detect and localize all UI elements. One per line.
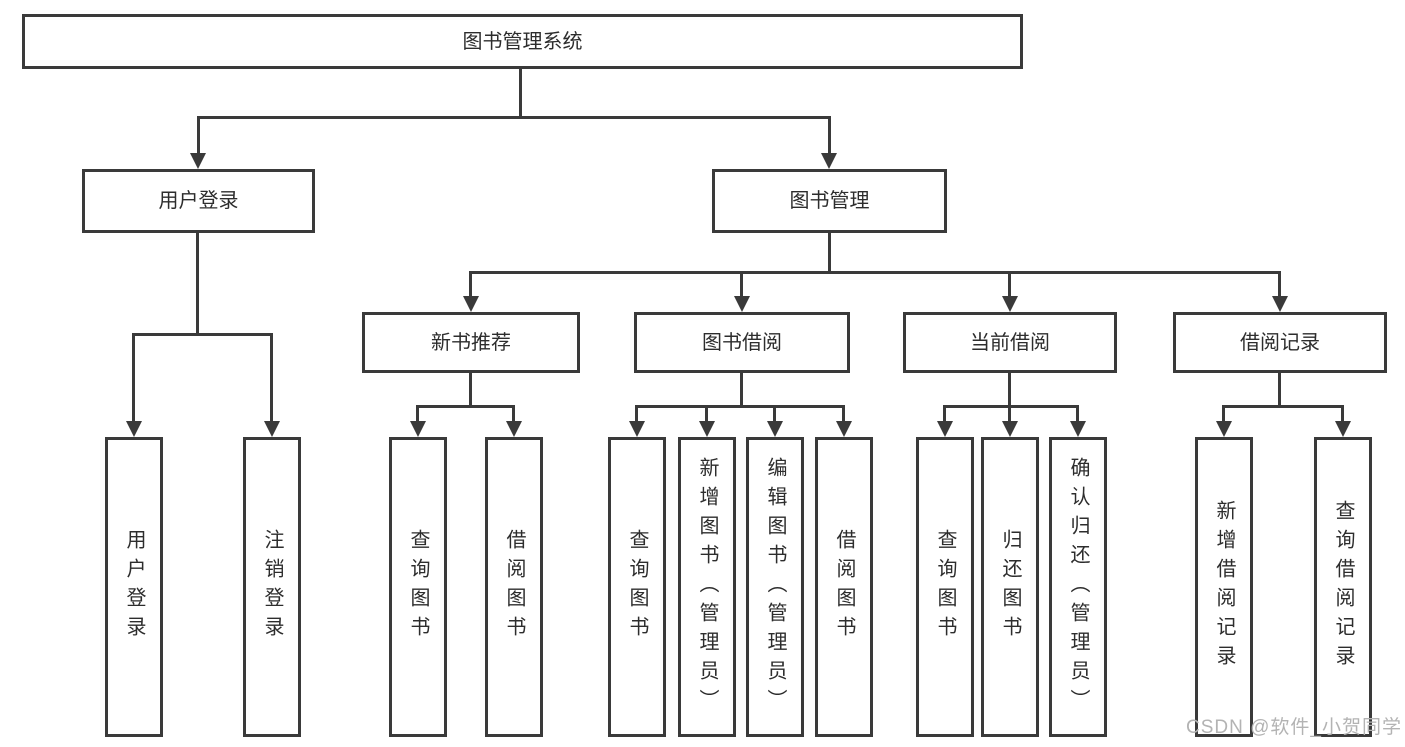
leaf-user-login: 用户登录 (105, 437, 163, 737)
leaf-logout: 注销登录 (243, 437, 301, 737)
leaf-recommend-borrow-books-label: 借阅图书 (503, 529, 525, 645)
connector-drop-cb-confirm (1076, 407, 1079, 423)
node-current-borrowing-label: 当前借阅 (970, 331, 1050, 354)
connector-drop-br-add (1222, 407, 1225, 423)
leaf-return-books-label: 归还图书 (999, 529, 1021, 645)
leaf-borrowing-query-books: 查询图书 (608, 437, 666, 737)
connector-drop-user-login-leaf (132, 335, 135, 423)
node-current-borrowing: 当前借阅 (903, 312, 1117, 373)
leaf-edit-books-admin-label: 编辑图书（管理员） (764, 456, 786, 718)
csdn-watermark: CSDN @软件_小贺同学 (1186, 717, 1402, 738)
connector-userlogin-drop (196, 233, 199, 336)
arrowhead-rec-query-books (410, 421, 426, 437)
arrowhead-book-borrowing (734, 296, 750, 312)
connector-drop-bb-edit (773, 407, 776, 423)
node-root-label: 图书管理系统 (462, 30, 583, 53)
connector-recommend-drop (469, 373, 472, 408)
connector-root-hline (197, 116, 831, 119)
leaf-add-borrow-record-label: 新增借阅记录 (1213, 500, 1235, 674)
arrowhead-bb-add-books (699, 421, 715, 437)
arrowhead-rec-borrow-books (506, 421, 522, 437)
arrowhead-cb-return-books (1002, 421, 1018, 437)
connector-drop-rec-borrow (512, 407, 515, 423)
arrowhead-bb-borrow-books (836, 421, 852, 437)
leaf-user-login-label: 用户登录 (123, 529, 145, 645)
node-book-borrowing: 图书借阅 (634, 312, 850, 373)
connector-drop-borrowing-records (1278, 273, 1281, 298)
leaf-confirm-return-admin-label: 确认归还（管理员） (1067, 456, 1089, 718)
leaf-logout-label: 注销登录 (261, 529, 283, 645)
arrowhead-user-login-leaf (126, 421, 142, 437)
node-user-login: 用户登录 (82, 169, 315, 233)
arrowhead-br-query-record (1335, 421, 1351, 437)
connector-drop-cb-query (943, 407, 946, 423)
arrowhead-cb-query-books (937, 421, 953, 437)
node-book-management: 图书管理 (712, 169, 947, 233)
leaf-add-books-admin: 新增图书（管理员） (678, 437, 736, 737)
leaf-borrowing-borrow-books-label: 借阅图书 (833, 529, 855, 645)
arrowhead-borrowing-records (1272, 296, 1288, 312)
connector-drop-rec-query (416, 407, 419, 423)
leaf-query-borrow-record: 查询借阅记录 (1314, 437, 1372, 737)
node-root: 图书管理系统 (22, 14, 1023, 69)
arrowhead-bb-edit-books (767, 421, 783, 437)
connector-current-drop (1008, 373, 1011, 408)
connector-drop-bb-borrow (842, 407, 845, 423)
node-book-borrowing-label: 图书借阅 (702, 331, 782, 354)
leaf-return-books: 归还图书 (981, 437, 1039, 737)
arrowhead-user-login (190, 153, 206, 169)
arrowhead-current-borrowing (1002, 296, 1018, 312)
node-new-book-recommend: 新书推荐 (362, 312, 580, 373)
connector-drop-cb-return (1008, 407, 1011, 423)
connector-bookmgmt-hline (469, 271, 1281, 274)
connector-records-hline (1222, 405, 1344, 408)
leaf-recommend-query-books: 查询图书 (389, 437, 447, 737)
connector-bookmgmt-drop (828, 233, 831, 274)
node-user-login-label: 用户登录 (158, 190, 239, 212)
connector-drop-bb-add (705, 407, 708, 423)
node-borrowing-records: 借阅记录 (1173, 312, 1387, 373)
leaf-add-borrow-record: 新增借阅记录 (1195, 437, 1253, 737)
connector-borrowing-drop (740, 373, 743, 408)
connector-drop-new-book-recommend (469, 273, 472, 298)
connector-root-left-drop (197, 118, 200, 155)
arrowhead-bb-query-books (629, 421, 645, 437)
leaf-edit-books-admin: 编辑图书（管理员） (746, 437, 804, 737)
connector-root-right-drop (828, 118, 831, 155)
connector-drop-logout-leaf (270, 335, 273, 423)
node-borrowing-records-label: 借阅记录 (1240, 331, 1320, 354)
connector-drop-current-borrowing (1008, 273, 1011, 298)
node-new-book-recommend-label: 新书推荐 (431, 331, 511, 354)
leaf-borrowing-borrow-books: 借阅图书 (815, 437, 873, 737)
connector-borrowing-hline (635, 405, 845, 408)
connector-userlogin-hline (132, 333, 273, 336)
connector-drop-br-query (1341, 407, 1344, 423)
arrowhead-br-add-record (1216, 421, 1232, 437)
leaf-recommend-borrow-books: 借阅图书 (485, 437, 543, 737)
connector-drop-bb-query (635, 407, 638, 423)
node-book-management-label: 图书管理 (789, 190, 870, 212)
leaf-confirm-return-admin: 确认归还（管理员） (1049, 437, 1107, 737)
connector-root-drop (519, 69, 522, 118)
connector-current-hline (943, 405, 1079, 408)
leaf-query-borrow-record-label: 查询借阅记录 (1332, 500, 1354, 674)
arrowhead-cb-confirm-return (1070, 421, 1086, 437)
arrowhead-logout-leaf (264, 421, 280, 437)
connector-drop-book-borrowing (740, 273, 743, 298)
connector-recommend-hline (416, 405, 515, 408)
leaf-add-books-admin-label: 新增图书（管理员） (696, 456, 718, 718)
arrowhead-book-management (821, 153, 837, 169)
arrowhead-new-book-recommend (463, 296, 479, 312)
leaf-recommend-query-books-label: 查询图书 (407, 529, 429, 645)
leaf-borrowing-query-books-label: 查询图书 (626, 529, 648, 645)
leaf-current-query-books-label: 查询图书 (934, 529, 956, 645)
connector-records-drop (1278, 373, 1281, 408)
leaf-current-query-books: 查询图书 (916, 437, 974, 737)
